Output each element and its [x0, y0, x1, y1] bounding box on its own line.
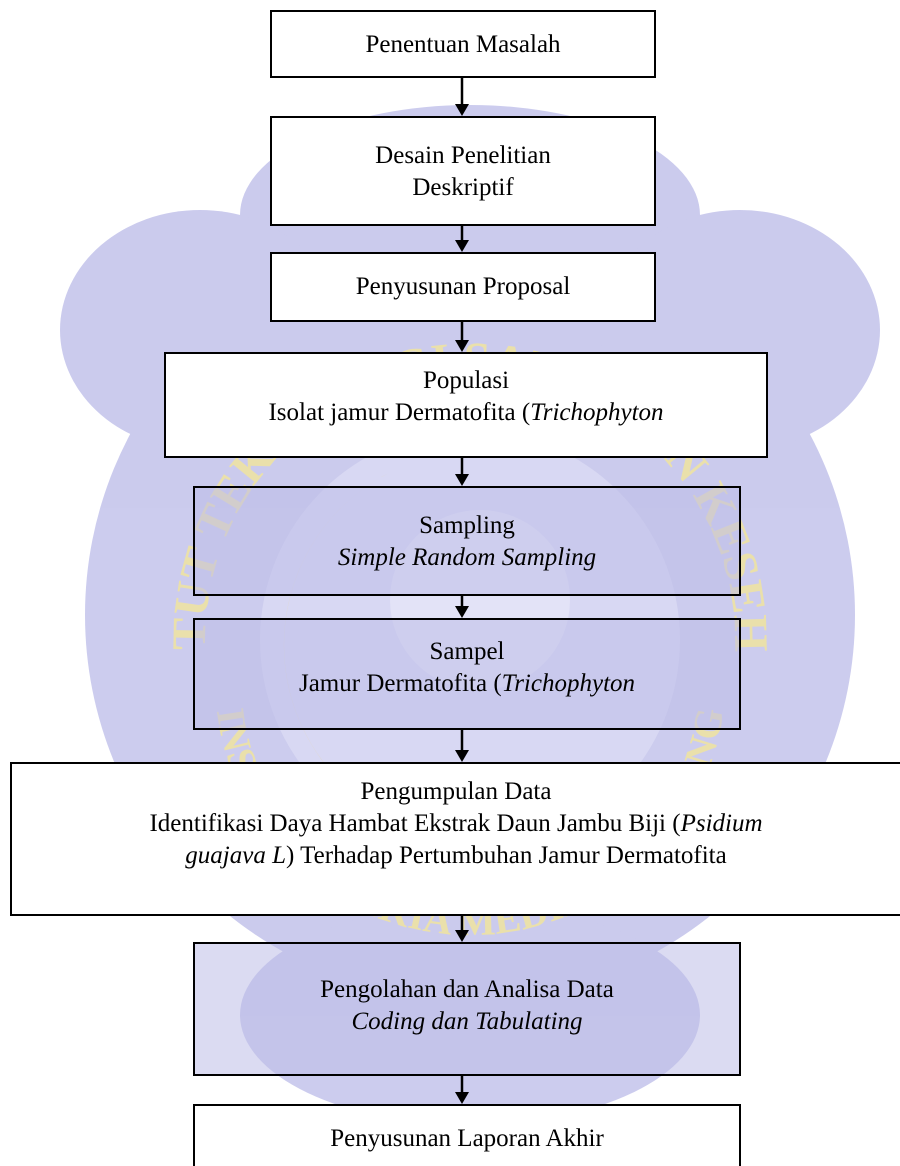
step-pengolahan-analisa: Pengolahan dan Analisa Data Coding dan T… — [193, 942, 741, 1076]
step-detail: Jamur Dermatofita (Trichophyton — [298, 670, 636, 697]
step-label: Pengumpulan Data — [360, 778, 552, 805]
step-detail: Simple Random Sampling — [337, 544, 597, 571]
step-penentuan-masalah: Penentuan Masalah — [270, 10, 656, 78]
step-detail: Deskriptif — [412, 174, 514, 201]
step-label: Sampling — [419, 512, 515, 539]
step-pengumpulan-data: Pengumpulan Data Identifikasi Daya Hamba… — [10, 762, 900, 916]
step-label: Penentuan Masalah — [365, 31, 561, 58]
step-detail: Isolat jamur Dermatofita (Trichophyton — [268, 399, 664, 426]
step-sampel: Sampel Jamur Dermatofita (Trichophyton — [193, 618, 741, 730]
step-label: Penyusunan Proposal — [355, 273, 571, 300]
step-label: Sampel — [429, 638, 505, 665]
step-label: Desain Penelitian — [375, 142, 551, 169]
step-detail-line1: Identifikasi Daya Hambat Ekstrak Daun Ja… — [149, 810, 763, 837]
step-detail: Coding dan Tabulating — [351, 1008, 583, 1035]
step-label: Penyusunan Laporan Akhir — [330, 1125, 604, 1152]
step-label: Pengolahan dan Analisa Data — [320, 976, 614, 1003]
step-sampling: Sampling Simple Random Sampling — [193, 486, 741, 596]
step-penyusunan-laporan: Penyusunan Laporan Akhir — [193, 1104, 741, 1166]
step-populasi: Populasi Isolat jamur Dermatofita (Trich… — [164, 352, 768, 458]
step-detail-line2: guajava L) Terhadap Pertumbuhan Jamur De… — [185, 842, 727, 869]
step-penyusunan-proposal: Penyusunan Proposal — [270, 252, 656, 322]
step-desain-penelitian: Desain Penelitian Deskriptif — [270, 116, 656, 226]
step-label: Populasi — [422, 367, 510, 394]
